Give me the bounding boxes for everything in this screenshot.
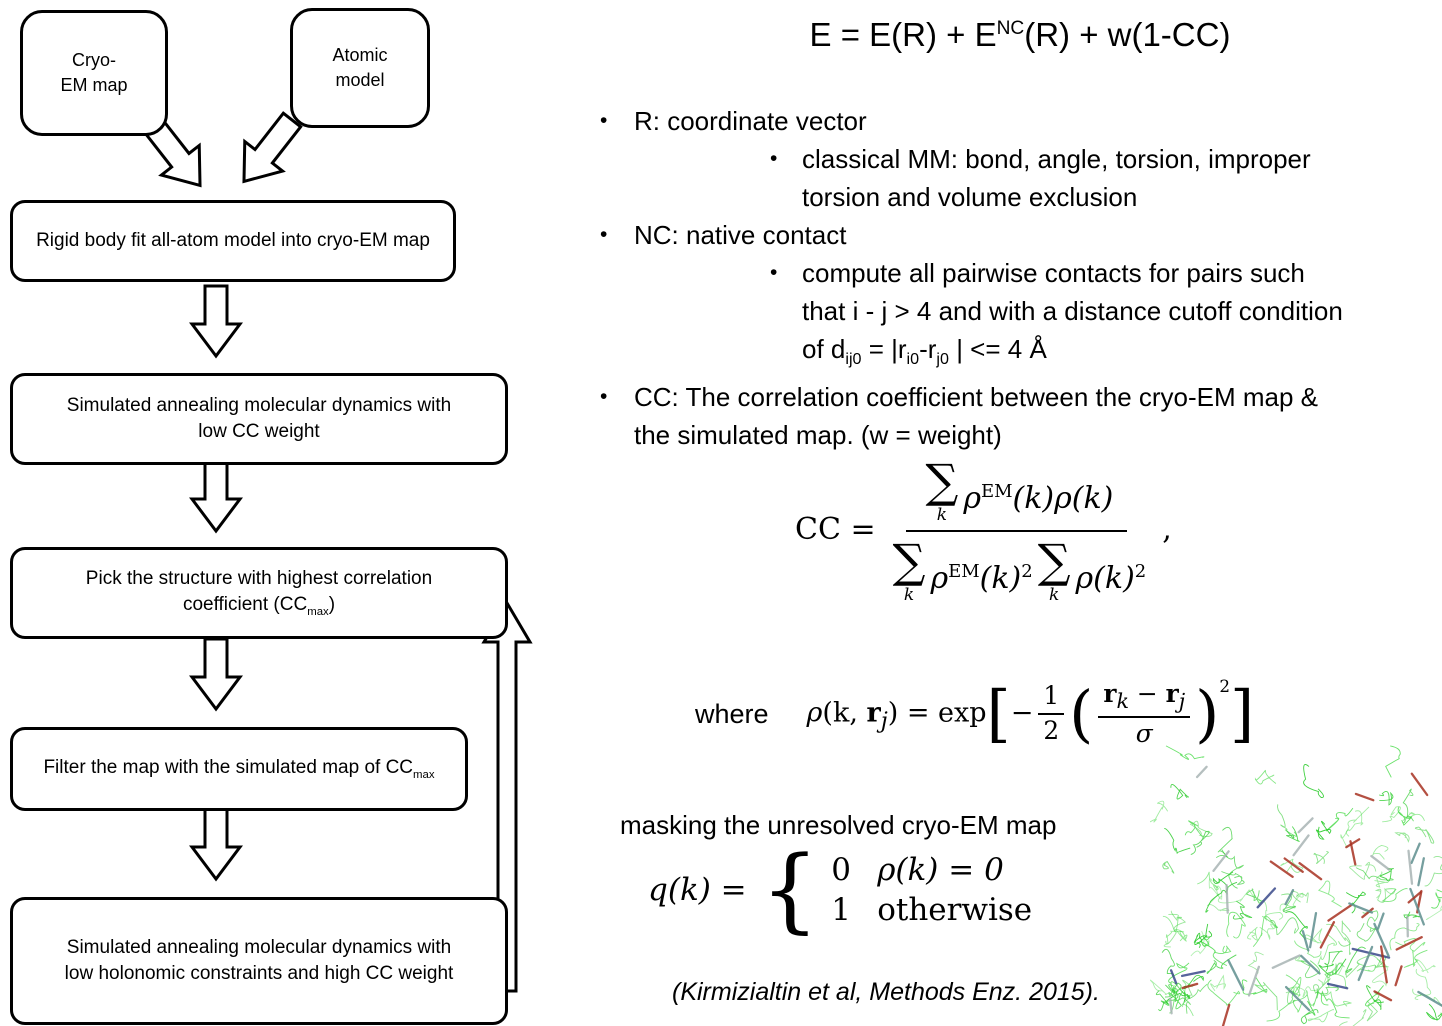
q-equation-lhs: q(k) = (648, 872, 747, 908)
distance-cutoff-formula: of dij0 = |ri0-rj0 | <= 4 Å (802, 334, 1047, 369)
bullet-classical-mm-label: classical MM: bond, angle, torsion, impr… (802, 144, 1311, 212)
flowchart-node-sa-high-cc-weight: Simulated annealing molecular dynamics w… (10, 897, 508, 1025)
flowchart-node-filter-map-label: Filter the map with the simulated map of… (43, 756, 435, 781)
flowchart-arrows (141, 111, 533, 993)
energy-equation-superscript: NC (996, 18, 1025, 39)
bullet-icon: • (770, 261, 778, 284)
cc-equation-denominator: ∑k ρEM(k)2 ∑k ρ(k)2 (892, 534, 1147, 605)
cc-equation-comma: , (1162, 512, 1172, 547)
citation: (Kirmizialtin et al, Methods Enz. 2015). (672, 978, 1100, 1006)
flowchart-node-atomic-model: Atomic model (290, 8, 430, 128)
flowchart-node-cryo-em-map: Cryo- EM map (20, 10, 168, 136)
arrow-step1-step2-icon (189, 284, 243, 359)
sum-icon: ∑k (1037, 534, 1071, 605)
bullet-native-contact: • NC: native contact (600, 216, 1442, 254)
flowchart-node-rigid-body-fit: Rigid body fit all-atom model into cryo-… (10, 200, 456, 282)
energy-equation: E = E(R) + ENC(R) + w(1-CC) (700, 16, 1340, 54)
arrow-step2-step3-icon (189, 459, 243, 534)
left-paren-icon: ( (1069, 676, 1094, 750)
cc-equation-numerator: ∑k ρEM(k)ρ(k) (906, 454, 1128, 532)
sum-icon: ∑k (892, 534, 926, 605)
flowchart-node-pick-structure-label: Pick the structure with highest correlat… (85, 567, 433, 618)
masking-label: masking the unresolved cryo-EM map (620, 810, 1057, 840)
arrow-model-to-fit-icon (242, 111, 303, 184)
arrow-step4-step5-icon (189, 807, 243, 882)
energy-equation-part1: E = E(R) + E (809, 16, 997, 53)
bullet-coordinate-vector-label: R: coordinate vector (634, 106, 867, 136)
bullet-icon: • (770, 147, 778, 170)
bullet-icon: • (600, 109, 608, 132)
bullet-icon: • (600, 385, 608, 409)
where-label: where (695, 698, 769, 729)
bullet-correlation-coefficient: • CC: The correlation coefficient betwee… (600, 378, 1442, 454)
flowchart-node-pick-structure: Pick the structure with highest correlat… (10, 547, 508, 639)
bullet-list: • R: coordinate vector • classical MM: b… (600, 102, 1442, 454)
bullet-pairwise-contacts: • compute all pairwise contacts for pair… (770, 254, 1442, 378)
bullet-classical-mm: • classical MM: bond, angle, torsion, im… (770, 140, 1442, 216)
bullet-icon: • (600, 223, 608, 246)
bullet-native-contact-label: NC: native contact (634, 220, 847, 250)
flowchart-node-sa-low-cc-weight: Simulated annealing molecular dynamics w… (10, 373, 508, 465)
cc-equation: CC = ∑k ρEM(k)ρ(k) ∑k ρEM(k)2 ∑k ρ(k)2 , (795, 458, 1172, 604)
arrow-step3-step4-icon (189, 637, 243, 712)
flowchart-node-filter-map: Filter the map with the simulated map of… (10, 727, 468, 811)
cc-equation-lhs: CC = (795, 512, 876, 547)
energy-equation-part2: (R) + w(1-CC) (1024, 16, 1231, 53)
sum-icon: ∑k (925, 454, 959, 525)
left-bracket-icon: [ (986, 676, 1011, 750)
bullet-coordinate-vector: • R: coordinate vector (600, 102, 1442, 140)
right-paren-icon: ) (1195, 676, 1220, 750)
bullet-pairwise-contacts-label: compute all pairwise contacts for pairs … (802, 258, 1343, 369)
bullet-correlation-coefficient-label: CC: The correlation coefficient between … (634, 382, 1319, 451)
right-bracket-icon: ] (1229, 676, 1255, 750)
cc-equation-fraction: ∑k ρEM(k)ρ(k) ∑k ρEM(k)2 ∑k ρ(k)2 (888, 458, 1147, 604)
molecule-image (1150, 745, 1442, 1026)
